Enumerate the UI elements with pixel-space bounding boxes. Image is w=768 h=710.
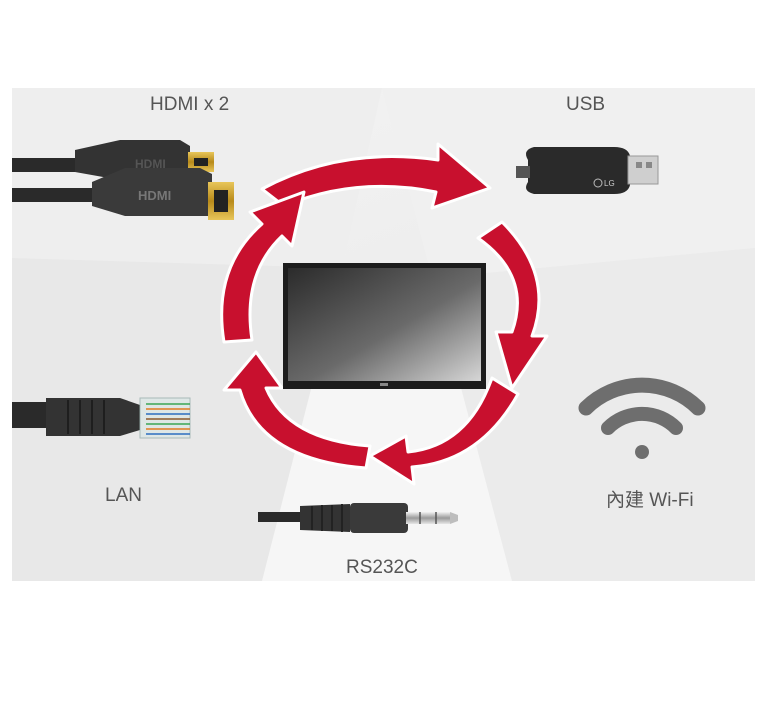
- hdmi-plug-text-back: HDMI: [135, 157, 166, 171]
- arrow-right: [476, 220, 549, 390]
- arrow-top: [260, 142, 492, 210]
- rs232c-jack-icon: [258, 503, 458, 533]
- hdmi-cables-icon: HDMI HDMI: [12, 140, 234, 220]
- usb-dongle-icon: LG: [516, 147, 659, 194]
- arrow-bottom: [368, 376, 520, 486]
- hdmi-label: HDMI x 2: [150, 94, 230, 115]
- usb-label: USB: [566, 94, 606, 115]
- monitor-display: [283, 263, 486, 389]
- arrow-left: [220, 190, 306, 344]
- wifi-label: 內建 Wi-Fi: [606, 490, 694, 511]
- monitor-screen: [288, 268, 481, 381]
- lan-cable-icon: [12, 397, 191, 439]
- lan-label: LAN: [105, 485, 142, 506]
- hdmi-plug-text-front: HDMI: [138, 188, 171, 203]
- cycle-arrows: [220, 142, 549, 486]
- usb-logo-text: LG: [604, 179, 615, 188]
- wifi-icon: [578, 377, 706, 459]
- rs232c-label: RS232C: [346, 557, 418, 578]
- arrow-bottom-left: [222, 350, 372, 470]
